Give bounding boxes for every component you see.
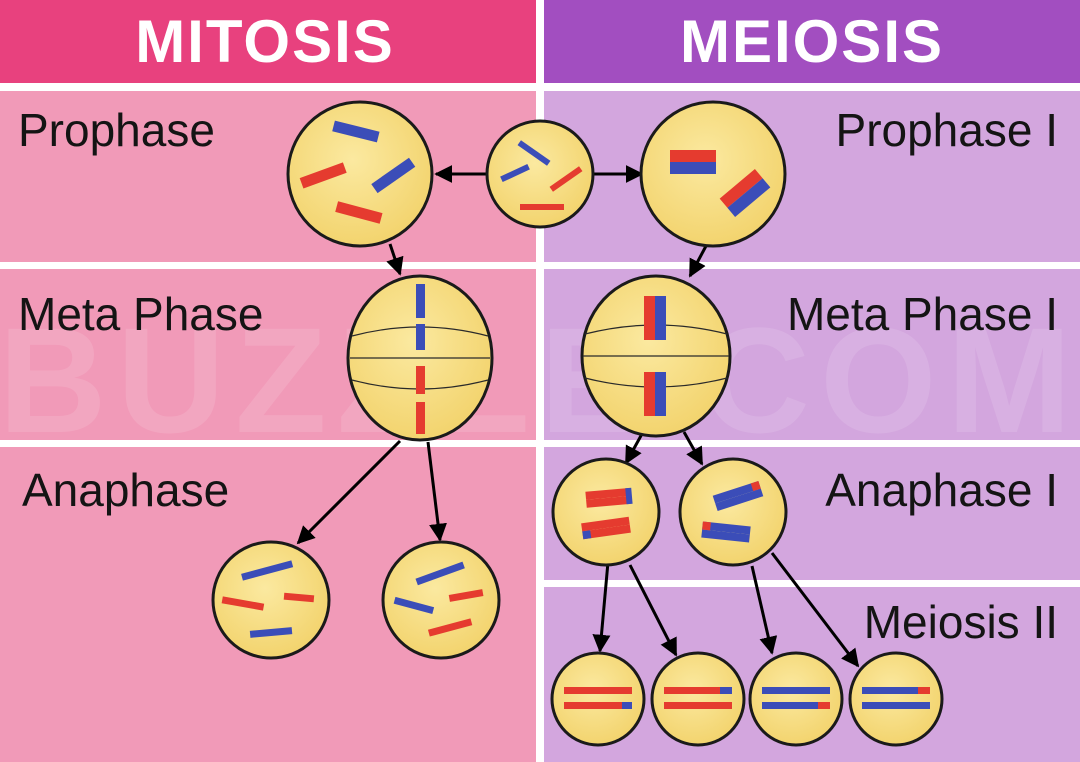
- arrow-prophase-i-to-metaphase-i: [688, 245, 708, 278]
- meiosis-header: MEIOSIS: [680, 8, 944, 75]
- mitosis-header: MITOSIS: [135, 8, 395, 75]
- meiosis-anaphase-i-cell-b: [678, 457, 788, 567]
- label-meta-phase: Meta Phase: [18, 288, 263, 340]
- mitosis-daughter-cell-2: [381, 540, 501, 660]
- watermark: BUZZLE.COM: [0, 296, 1080, 464]
- arrow-metaphase-to-daughter-2: [426, 441, 447, 542]
- arrow-cell-a-to-gamete-1: [592, 561, 611, 653]
- label-anaphase-i: Anaphase I: [825, 464, 1058, 516]
- arrow-metaphase-i-to-cell-a: [624, 431, 645, 465]
- mitosis-prophase-cell: [286, 100, 434, 248]
- mitosis-header-bar: [0, 0, 536, 83]
- arrow-cell-b-to-gamete-4: [770, 552, 860, 668]
- meiosis-header-bar: [544, 0, 1080, 83]
- gamete-cell-1: [550, 651, 646, 747]
- mitosis-metaphase-cell: [346, 274, 494, 442]
- label-prophase-i: Prophase I: [836, 104, 1058, 156]
- arrow-prophase-to-metaphase: [386, 243, 404, 276]
- label-meiosis-ii: Meiosis II: [864, 596, 1058, 648]
- arrow-cell-a-to-gamete-2: [628, 564, 678, 657]
- gamete-cell-3: [748, 651, 844, 747]
- parent-cell: [485, 119, 595, 229]
- meiosis-prophase-i-cell: [639, 100, 787, 248]
- gamete-cell-2: [650, 651, 746, 747]
- label-anaphase: Anaphase: [22, 464, 229, 516]
- arrow-metaphase-i-to-cell-b: [682, 431, 704, 466]
- label-prophase: Prophase: [18, 104, 215, 156]
- arrow-metaphase-to-daughter-1: [296, 439, 402, 545]
- arrows: [296, 165, 860, 668]
- arrow-cell-b-to-gamete-3: [750, 565, 778, 655]
- meiosis-anaphase-i-cell-a: [551, 457, 661, 567]
- gamete-cell-4: [848, 651, 944, 747]
- mitosis-daughter-cell-1: [211, 540, 331, 660]
- meiosis-metaphase-i-cell: [580, 274, 732, 438]
- label-meta-phase-i: Meta Phase I: [787, 288, 1058, 340]
